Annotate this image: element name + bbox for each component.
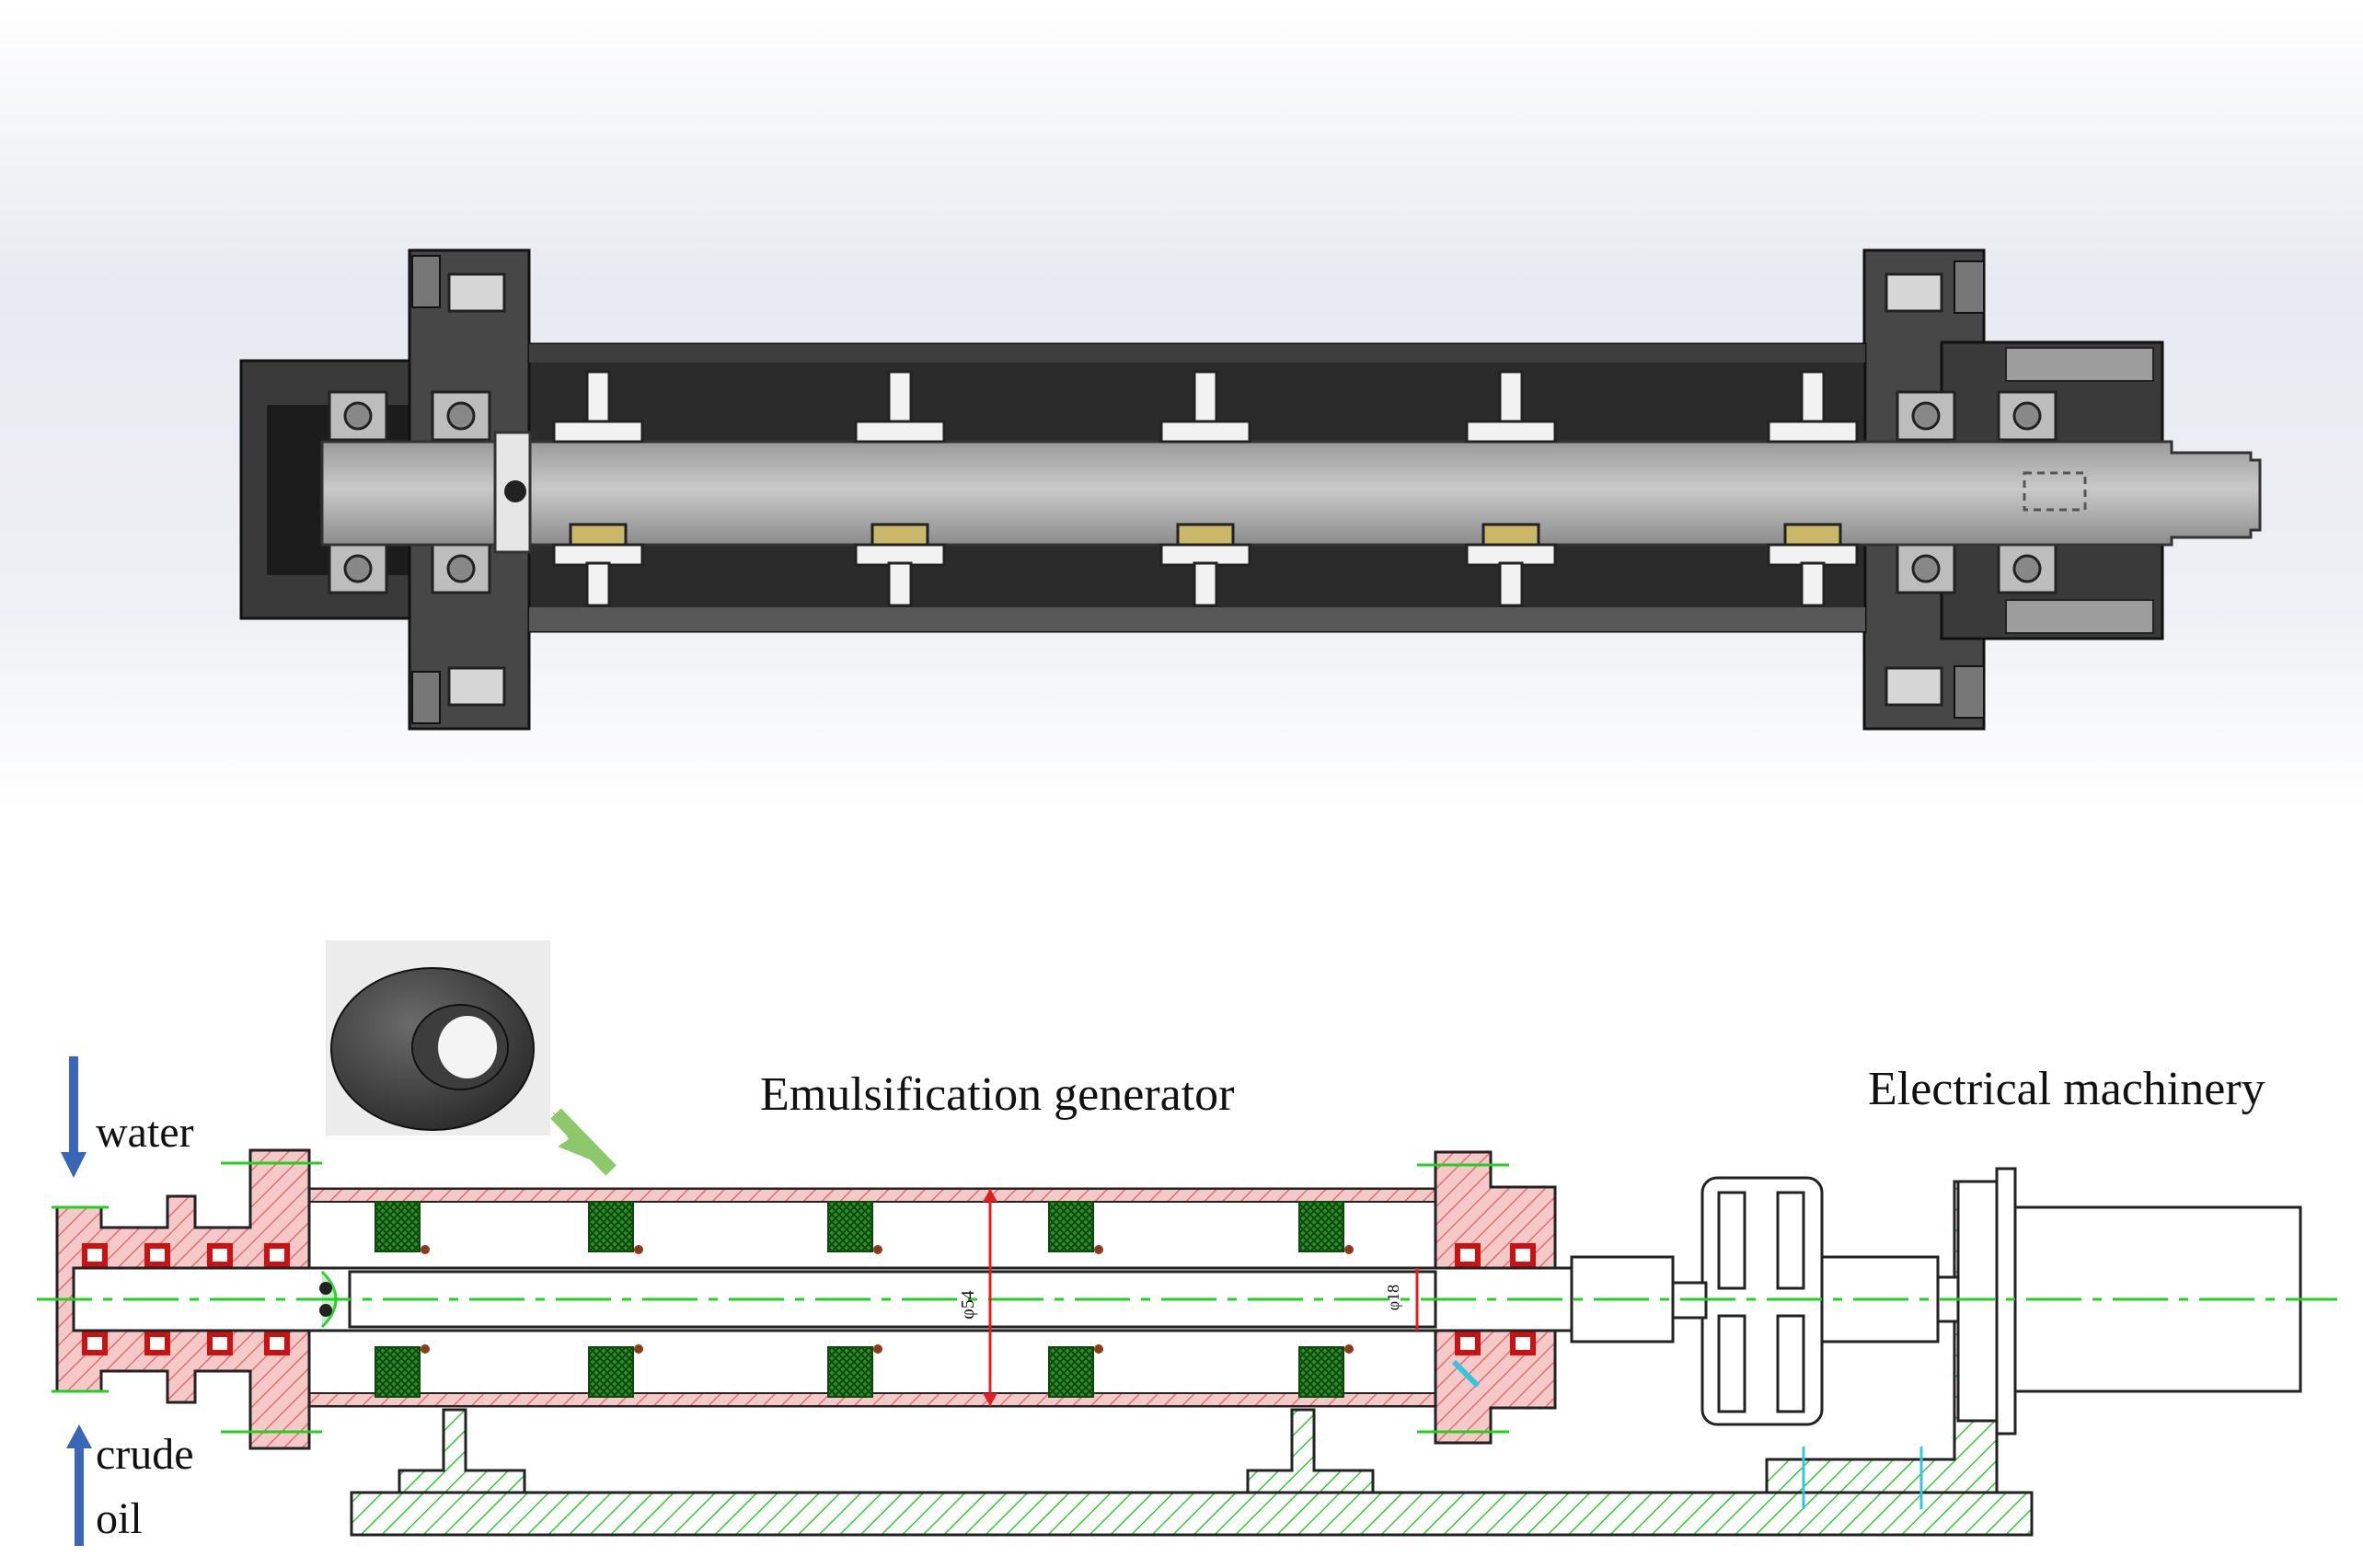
rotor-group: [552, 370, 1859, 607]
emulsification-generator-label: Emulsification generator: [760, 1068, 1234, 1121]
seal-bearings: [82, 1243, 1536, 1355]
rotor-ring: [1298, 1201, 1354, 1398]
outer-diameter-label: φ54: [958, 1290, 978, 1320]
rotor-ring: [375, 1201, 430, 1398]
rotor-ring: [588, 1201, 643, 1398]
cad-rotor: [1767, 370, 1859, 607]
rotor-rings: [375, 1201, 1354, 1398]
rotor-inset-image: [326, 940, 550, 1136]
crude-label: crude: [96, 1430, 194, 1479]
rotor-ring: [1048, 1201, 1103, 1398]
shaft-diameter-label: φ18: [1384, 1285, 1402, 1310]
coupling: [1671, 1176, 1960, 1426]
water-label: water: [96, 1108, 194, 1157]
electric-motor: [1956, 1167, 2302, 1435]
shaft: [320, 440, 2262, 547]
cad-rotor: [552, 370, 644, 607]
support-right: [1246, 1408, 1375, 1494]
cad-rotor: [1465, 370, 1557, 607]
cad-section-view: [0, 0, 2363, 810]
support-left: [398, 1408, 526, 1494]
base-plate: [350, 1491, 2034, 1537]
cad-rotor: [854, 370, 946, 607]
cad-rotor: [1159, 370, 1251, 607]
bearings: [328, 390, 2058, 594]
rotor-ring: [827, 1201, 882, 1398]
flow-arrow-water: [61, 1056, 86, 1178]
keyway: [2023, 471, 2087, 512]
oil-label: oil: [96, 1494, 143, 1543]
electrical-machinery-label: Electrical machinery: [1868, 1063, 2265, 1115]
flow-arrow-crude-oil: [66, 1424, 92, 1546]
